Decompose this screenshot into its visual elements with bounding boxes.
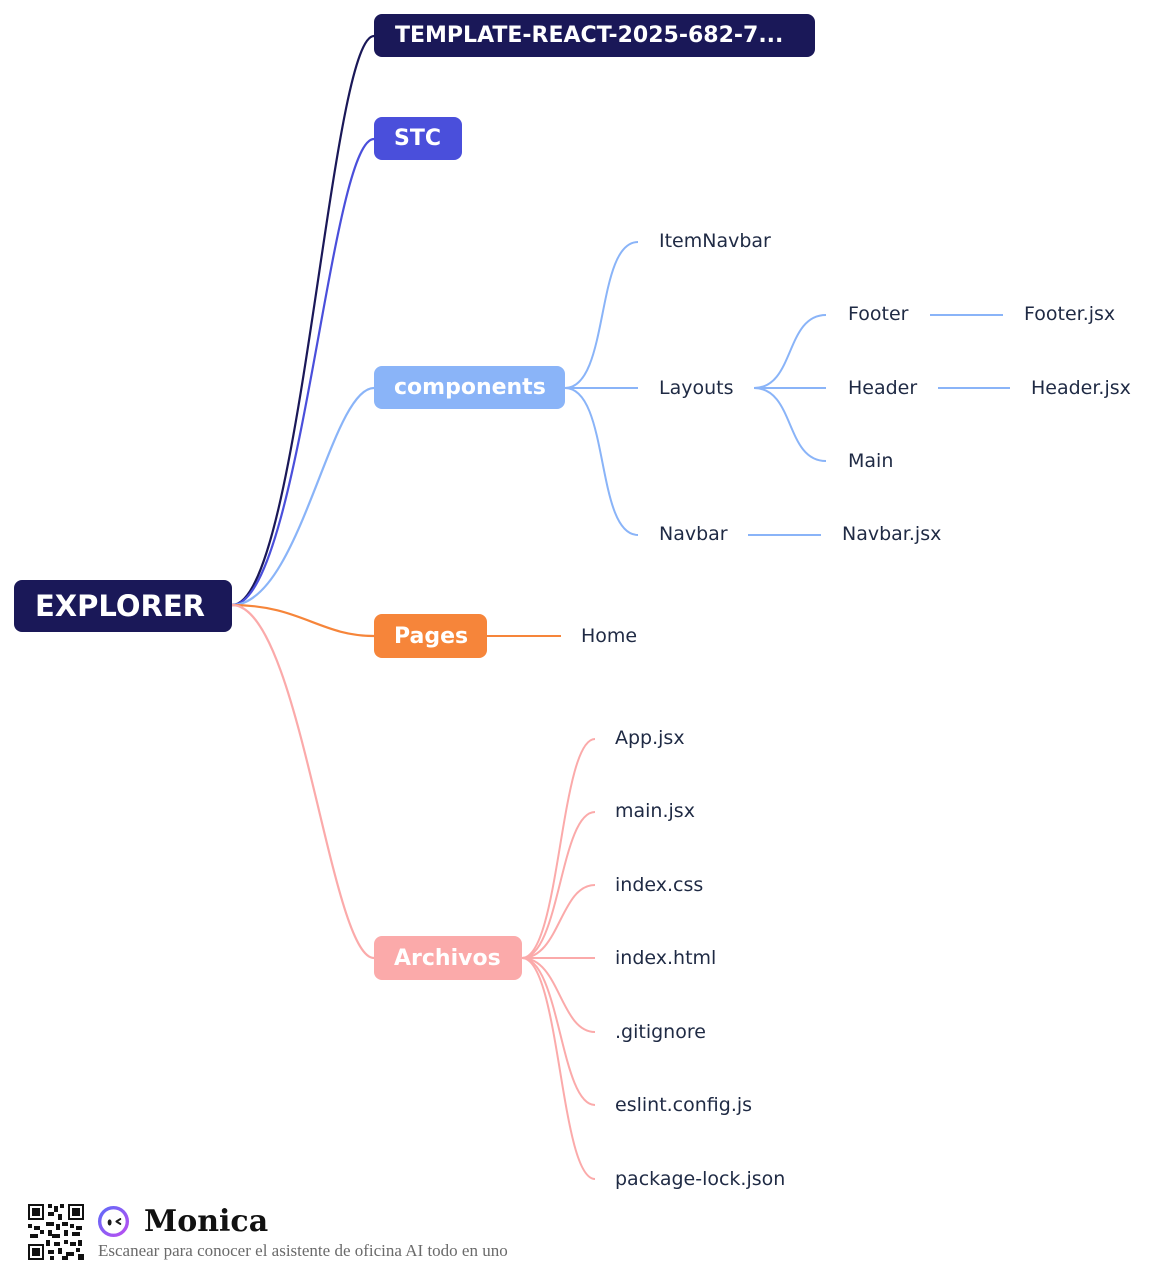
edge-archivos-file bbox=[521, 957, 596, 1106]
monica-logo-icon bbox=[97, 1205, 130, 1238]
edge-archivos-file bbox=[521, 957, 596, 1033]
node-navbar[interactable]: Navbar bbox=[659, 523, 728, 545]
file-node[interactable]: App.jsx bbox=[615, 727, 685, 749]
node-layouts[interactable]: Layouts bbox=[659, 377, 734, 399]
edge-archivos-file bbox=[521, 957, 596, 1180]
node-main[interactable]: Main bbox=[848, 450, 894, 472]
file-node[interactable]: package-lock.json bbox=[615, 1168, 786, 1190]
node-navbar-jsx[interactable]: Navbar.jsx bbox=[842, 523, 942, 545]
branch-node-pages[interactable]: Pages bbox=[374, 614, 487, 658]
branch-node-stc[interactable]: STC bbox=[374, 117, 462, 160]
edge-root-template bbox=[231, 34, 375, 607]
edge-archivos-file bbox=[521, 884, 596, 959]
edge-layouts-footer bbox=[753, 314, 827, 389]
file-node[interactable]: .gitignore bbox=[615, 1021, 706, 1043]
branch-node-archivos[interactable]: Archivos bbox=[374, 936, 522, 980]
qr-code-icon[interactable] bbox=[28, 1204, 84, 1260]
edge-root-archivos bbox=[231, 603, 375, 960]
file-node[interactable]: eslint.config.js bbox=[615, 1094, 753, 1116]
edge-root-pages bbox=[231, 603, 375, 638]
branch-node-template[interactable]: TEMPLATE-REACT-2025-682-7... bbox=[374, 14, 815, 57]
brand-tagline: Escanear para conocer el asistente de of… bbox=[98, 1241, 508, 1260]
edge-components-itemnavbar bbox=[564, 241, 639, 389]
file-node[interactable]: index.html bbox=[615, 947, 717, 969]
node-itemnavbar[interactable]: ItemNavbar bbox=[659, 230, 771, 252]
edge-root-components bbox=[231, 386, 375, 607]
brand-name: Monica bbox=[144, 1204, 269, 1239]
node-header-jsx[interactable]: Header.jsx bbox=[1031, 377, 1131, 399]
file-node[interactable]: index.css bbox=[615, 874, 704, 896]
root-node-explorer[interactable]: EXPLORER bbox=[14, 580, 232, 632]
node-footer[interactable]: Footer bbox=[848, 303, 909, 325]
node-home[interactable]: Home bbox=[581, 625, 638, 647]
node-header[interactable]: Header bbox=[848, 377, 918, 399]
edge-root-stc bbox=[231, 137, 375, 607]
edge-archivos-file bbox=[521, 738, 596, 959]
edge-layouts-main bbox=[753, 387, 827, 462]
edge-archivos-file bbox=[521, 811, 596, 959]
node-footer-jsx[interactable]: Footer.jsx bbox=[1024, 303, 1116, 325]
file-node[interactable]: main.jsx bbox=[615, 800, 695, 822]
edge-components-navbar bbox=[564, 387, 639, 536]
branch-node-components[interactable]: components bbox=[374, 366, 565, 409]
